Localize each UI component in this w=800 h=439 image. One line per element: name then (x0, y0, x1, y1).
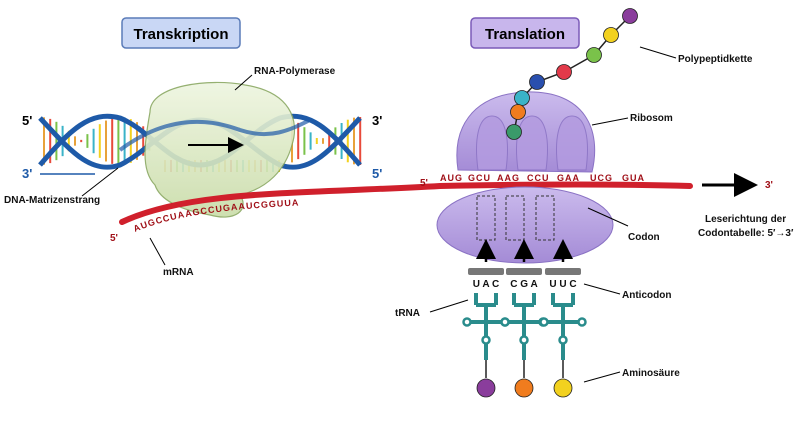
amino-acid-ball (553, 378, 573, 398)
anticodon: U A C (473, 279, 499, 290)
trna-loop (558, 335, 568, 345)
amino-acid-label: Aminosäure (622, 368, 680, 379)
rna-polymerase (144, 81, 296, 218)
anticodon-bar (545, 268, 581, 275)
prime-5-right: 5' (372, 166, 382, 181)
trna-leader (429, 299, 469, 313)
ribosome-leader (591, 117, 629, 126)
transcription-title-text: Transkription (133, 26, 228, 43)
transcription-title: Transkription (121, 17, 241, 49)
trna-loop (462, 317, 472, 327)
ribosome-sites (476, 115, 588, 171)
trna-stem (551, 293, 575, 360)
amino-acid-leader (583, 371, 621, 383)
prime-5-left: 5' (22, 113, 32, 128)
amino-acid-bead (586, 47, 602, 63)
amino-acid-bead (529, 74, 545, 90)
trna-loop (577, 317, 587, 327)
trna-loop (519, 335, 529, 345)
trna: U A C (462, 268, 510, 398)
prime-3-right: 3' (372, 113, 382, 128)
anticodon-label: Anticodon (622, 290, 671, 301)
anticodon-leader (583, 283, 621, 295)
ribosome (436, 91, 614, 264)
amino-acid-bead (603, 27, 619, 43)
ribosome-site (476, 115, 508, 171)
mrna-leader (149, 237, 166, 266)
ribosome-label: Ribosom (630, 113, 673, 124)
trna: U U C (539, 268, 587, 398)
rna-polymerase-leader (234, 74, 253, 91)
prime-3-mrna-right: 3' (765, 180, 773, 191)
mrna-strand (119, 181, 693, 225)
amino-acid-ball (514, 378, 534, 398)
amino-acid-ball (476, 378, 496, 398)
ribosome-site (516, 115, 548, 171)
prime-5-mrna-left: 5' (110, 233, 118, 244)
codon: AUG (440, 173, 463, 183)
trna-stem (512, 293, 536, 360)
amino-acid-bead (622, 8, 638, 24)
trna-stem (474, 293, 498, 360)
polypeptide-chain (506, 8, 638, 140)
trna: C G A (500, 268, 548, 398)
ribosome-site (556, 115, 588, 171)
codon-label: Codon (628, 232, 660, 243)
codon: GUA (622, 173, 645, 183)
trna-arrows (476, 239, 573, 262)
anticodon-bar (506, 268, 542, 275)
rna-polymerase-label: RNA-Polymerase (254, 66, 336, 77)
dna-template-leader (81, 167, 119, 197)
polypeptide-label: Polypeptidkette (678, 54, 753, 65)
trna-loop (481, 335, 491, 345)
codon: UCG (590, 173, 613, 183)
codon: GCU (468, 173, 491, 183)
codon: AAG (497, 173, 520, 183)
polypeptide-leader (639, 46, 677, 59)
amino-acid-bead (510, 104, 526, 120)
amino-acid-bead (506, 124, 522, 140)
amino-acid-bead (514, 90, 530, 106)
codon: CCU (527, 173, 550, 183)
codon-leader (587, 207, 629, 227)
trna-label: tRNA (395, 308, 420, 319)
mrna-label: mRNA (163, 267, 194, 278)
anticodon: C G A (510, 279, 537, 290)
translation-title-text: Translation (485, 26, 565, 43)
prime-5-mrna-translation: 5' (420, 178, 428, 189)
amino-acid-bead (556, 64, 572, 80)
codon-box (535, 195, 555, 241)
dna-template-label: DNA-Matrizenstrang (4, 195, 100, 206)
reading-direction-label-line2: Codontabelle: 5′→3′ (698, 228, 794, 239)
prime-3-left: 3' (22, 166, 32, 181)
dna-strand-inner (118, 118, 311, 152)
anticodon: U U C (549, 279, 576, 290)
codon: GAA (557, 173, 580, 183)
reading-direction-label-line1: Leserichtung der (705, 214, 786, 225)
trna-loop (500, 317, 510, 327)
anticodon-bar (468, 268, 504, 275)
trna-loop (539, 317, 549, 327)
translation-title: Translation (470, 17, 580, 49)
codon-row: AUG GCU AAG CCU GAA UCG GUA (440, 173, 645, 183)
